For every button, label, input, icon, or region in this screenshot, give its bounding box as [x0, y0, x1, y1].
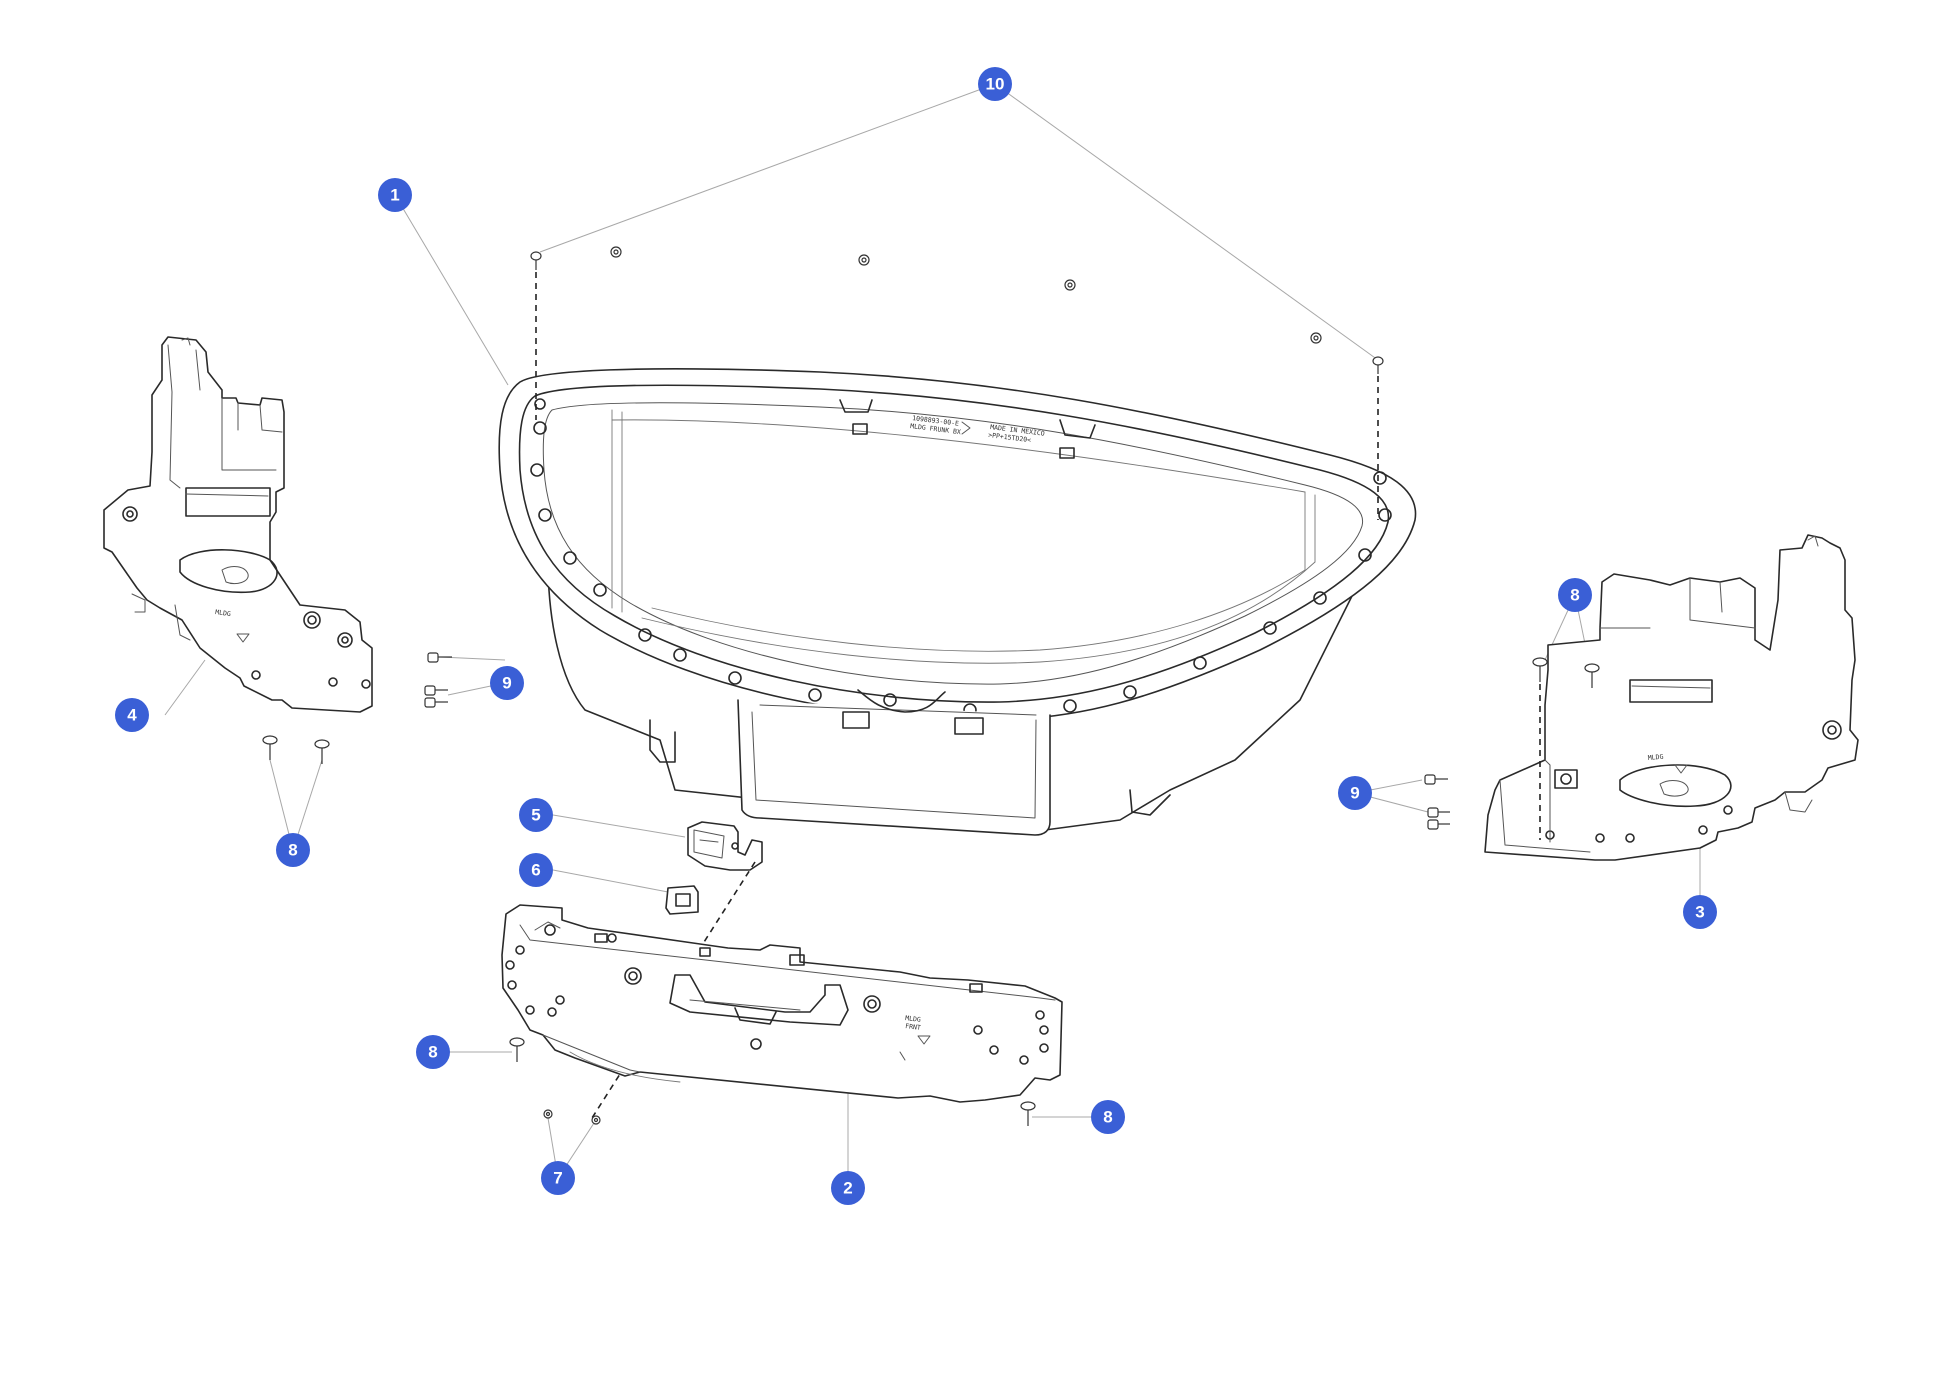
- bolts-8-left: [262, 735, 330, 764]
- bolts-9-left: [424, 652, 452, 708]
- clip-4: [1310, 332, 1322, 344]
- callout-4: 4: [115, 698, 149, 732]
- clip-1: [610, 246, 622, 258]
- svg-text:5: 5: [531, 806, 540, 825]
- lower-crossmember: MLDG FRNT: [501, 904, 1063, 1103]
- svg-text:4: 4: [127, 706, 137, 725]
- callout-8-left: 8: [276, 833, 310, 867]
- right-bracket-marking: MLDG: [1647, 753, 1663, 762]
- bolts-8-right: [1532, 657, 1600, 688]
- callout-8-crossmember-right: 8: [1091, 1100, 1125, 1134]
- callout-10: 10: [978, 67, 1012, 101]
- svg-text:2: 2: [843, 1179, 852, 1198]
- svg-text:1: 1: [390, 186, 399, 205]
- right-bracket: MLDG: [1484, 534, 1859, 861]
- callout-3: 3: [1683, 895, 1717, 929]
- left-bracket-marking: MLDG: [215, 608, 232, 618]
- latch: [687, 821, 763, 871]
- callout-8-right: 8: [1558, 578, 1592, 612]
- recycle-mark: [961, 421, 971, 435]
- clip-3: [1064, 279, 1076, 291]
- callout-9-right: 9: [1338, 776, 1372, 810]
- callout-2: 2: [831, 1171, 865, 1205]
- svg-text:8: 8: [1570, 586, 1579, 605]
- nuts-7: [543, 1109, 601, 1125]
- bolts-9-right: [1424, 774, 1450, 830]
- clip-2: [858, 254, 870, 266]
- svg-text:8: 8: [428, 1043, 437, 1062]
- left-bracket: MLDG: [103, 336, 373, 713]
- callout-6: 6: [519, 853, 553, 887]
- bolts-8-crossmember: [509, 1037, 1036, 1126]
- callout-8-crossmember-left: 8: [416, 1035, 450, 1069]
- callout-1: 1: [378, 178, 412, 212]
- svg-text:10: 10: [986, 75, 1005, 94]
- svg-text:7: 7: [553, 1169, 562, 1188]
- callout-9-left: 9: [490, 666, 524, 700]
- svg-text:8: 8: [1103, 1108, 1112, 1127]
- latch-bracket: [665, 885, 699, 915]
- svg-text:9: 9: [1350, 784, 1359, 803]
- svg-text:9: 9: [502, 674, 511, 693]
- fastener-10-right: [1372, 356, 1384, 374]
- callout-5: 5: [519, 798, 553, 832]
- frunk-tub: 1098893-00-E MLDG FRUNK BX MADE IN MEXIC…: [498, 368, 1417, 836]
- svg-text:8: 8: [288, 841, 297, 860]
- callout-7: 7: [541, 1161, 575, 1195]
- tub-fasteners: [530, 246, 1384, 520]
- crossmember-marking-2: FRNT: [905, 1022, 922, 1032]
- svg-text:3: 3: [1695, 903, 1704, 922]
- svg-text:6: 6: [531, 861, 540, 880]
- fastener-10-left: [530, 251, 542, 270]
- crossmember-marking-1: MLDG: [905, 1014, 922, 1024]
